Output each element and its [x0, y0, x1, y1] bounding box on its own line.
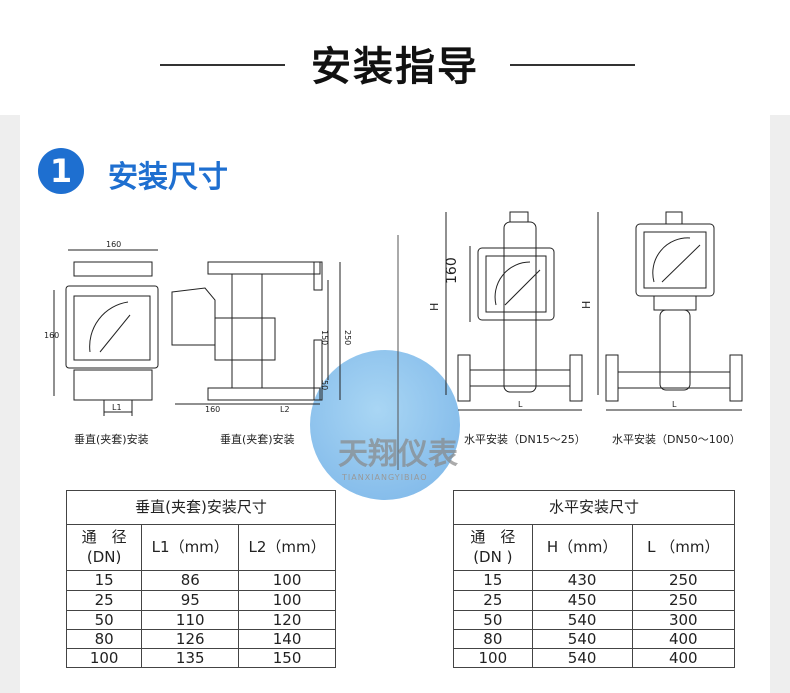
watermark-pinyin: TIANXIANGYIBIAO [342, 473, 428, 482]
section-number-badge: 1 [38, 148, 84, 194]
title-rule-left [160, 64, 285, 66]
dim-label: H [428, 303, 441, 311]
dim-label: L1 [112, 403, 122, 412]
installation-diagrams: 160 160 L1 160 L2 150 250 50 160 H L H L [44, 211, 743, 470]
dim-label: L [672, 400, 677, 409]
dim-label: L [518, 400, 523, 409]
section-title: 安装尺寸 [108, 160, 228, 195]
watermark-text: 天翔仪表 [338, 437, 458, 472]
dim-label: 160 [44, 331, 59, 340]
diagram-caption: 垂直(夹套)安装 [220, 433, 295, 446]
diagram-caption: 水平安装（DN15～25） [464, 433, 586, 446]
diagram-caption: 垂直(夹套)安装 [74, 433, 149, 446]
col-header: 通 径 (DN) [65, 524, 143, 571]
dim-label: 160 [444, 257, 460, 284]
dim-label: 150 [320, 330, 329, 345]
dim-label: H [580, 301, 593, 309]
title-rule-right [510, 64, 635, 66]
diagram-caption: 水平安装（DN50～100） [612, 433, 741, 446]
diagram-vertical-side: 160 L2 150 250 50 [171, 261, 352, 414]
watermark-logo-icon [310, 350, 460, 500]
col-header: L1（mm） [141, 524, 240, 571]
dim-label: 250 [343, 330, 352, 345]
col-header: L （mm） [631, 524, 736, 571]
table-title: 水平安装尺寸 [453, 490, 735, 525]
col-header: 通 径 (DN ) [453, 524, 533, 571]
col-header: L2（mm） [238, 524, 336, 571]
diagram-vertical-front: 160 160 L1 [44, 240, 159, 416]
table-title: 垂直(夹套)安装尺寸 [66, 490, 336, 525]
dim-label: 50 [320, 380, 329, 390]
dim-label: L2 [280, 405, 290, 414]
diagram-horizontal-large: H L [580, 211, 743, 411]
col-header: H（mm） [531, 524, 633, 571]
diagram-horizontal-small: 160 H L [428, 211, 583, 411]
dim-label: 160 [205, 405, 220, 414]
page-title: 安装指导 [311, 44, 479, 90]
dim-label: 160 [106, 240, 121, 249]
